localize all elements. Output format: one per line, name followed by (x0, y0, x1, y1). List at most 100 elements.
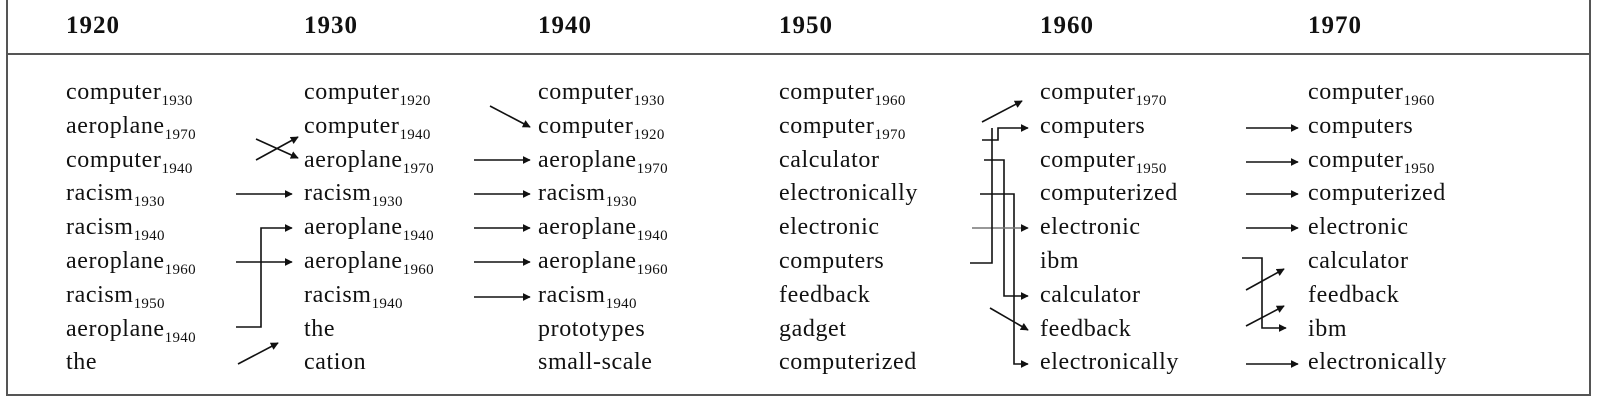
word-text: aeroplane (538, 214, 637, 241)
decade-subscript: 1950 (133, 295, 165, 312)
word-text: feedback (1308, 281, 1400, 308)
word-cell-1970-row2: computers (1308, 112, 1413, 140)
decade-subscript: 1970 (636, 160, 668, 177)
decade-subscript: 1970 (164, 126, 196, 143)
word-text: prototypes (538, 315, 646, 342)
word-text: racism (66, 281, 134, 308)
decade-subscript: 1940 (605, 295, 637, 312)
word-cell-1920-row7: racism1950 (66, 281, 165, 312)
decade-subscript: 1940 (399, 126, 431, 143)
word-text: the (304, 315, 336, 342)
arrow-1950-feedback (989, 307, 1029, 331)
word-cell-1920-row8: aeroplane1940 (66, 315, 196, 346)
word-cell-1960-row9: electronically (1040, 348, 1179, 376)
word-cell-1930-row1: computer1920 (304, 78, 431, 109)
word-cell-1940-row7: racism1940 (538, 281, 637, 312)
word-cell-1930-row5: aeroplane1940 (304, 213, 434, 245)
word-cell-1960-row2: computers (1040, 112, 1145, 140)
word-cell-1930-row3: aeroplane1970 (304, 146, 434, 177)
word-text: racism (538, 180, 606, 207)
word-text: aeroplane (304, 146, 403, 173)
word-text: the (66, 349, 98, 376)
word-cell-1950-row5: electronic (779, 213, 880, 241)
word-cell-1920-row6: aeroplane1960 (66, 247, 196, 278)
word-text: cation (304, 349, 367, 376)
word-text: feedback (1040, 315, 1132, 342)
word-cell-1920-row4: racism1930 (66, 179, 165, 210)
decade-subscript: 1930 (605, 194, 637, 211)
arrow-1950-computers (970, 128, 993, 264)
arrow-1960-ibm (1242, 257, 1287, 332)
word-text: aeroplane (66, 248, 165, 274)
decade-subscript: 1960 (164, 262, 196, 278)
word-text: aeroplane (538, 146, 637, 173)
word-text: electronic (1040, 214, 1141, 241)
word-cell-1970-row7: feedback (1308, 281, 1399, 309)
word-cell-1930-row9: cation (304, 348, 366, 376)
word-cell-1960-row6: ibm (1040, 247, 1079, 275)
word-text: electronically (779, 180, 918, 207)
word-cell-1920-row2: aeroplane1970 (66, 112, 196, 143)
word-cell-1960-row8: feedback (1040, 315, 1131, 343)
word-cell-1970-row3: computer1950 (1308, 146, 1435, 177)
word-cell-1960-row1: computer1970 (1040, 78, 1167, 109)
word-cell-1950-row4: electronically (779, 179, 918, 207)
word-text: computer (304, 79, 400, 105)
arrow-1920-aeroplane1940 (236, 224, 293, 328)
arrow-1920-crossing-b (255, 138, 299, 159)
decade-subscript: 1920 (633, 126, 665, 143)
word-cell-1970-row1: computer1960 (1308, 78, 1435, 109)
word-text: aeroplane (538, 248, 637, 274)
word-cell-1940-row1: computer1930 (538, 78, 665, 109)
word-text: computer (538, 112, 634, 139)
decade-subscript: 1940 (133, 228, 165, 245)
decade-subscript: 1920 (399, 93, 431, 109)
word-text: computer (1308, 79, 1404, 105)
word-text: aeroplane (66, 315, 165, 342)
word-text: electronic (1308, 214, 1409, 241)
word-cell-1950-row9: computerized (779, 348, 917, 376)
word-text: aeroplane (304, 214, 403, 241)
word-text: aeroplane (66, 112, 165, 139)
decade-subscript: 1930 (371, 194, 403, 211)
word-cell-1950-row6: computers (779, 247, 884, 275)
decade-subscript: 1930 (161, 93, 193, 109)
word-cell-1920-row3: computer1940 (66, 146, 193, 177)
year-header-1930: 1930 (304, 12, 358, 39)
decade-subscript: 1960 (402, 262, 434, 278)
decade-subscript: 1950 (1403, 160, 1435, 177)
decade-subscript: 1960 (874, 93, 906, 109)
word-cell-1940-row3: aeroplane1970 (538, 146, 668, 177)
word-cell-1950-row7: feedback (779, 281, 870, 309)
word-text: computers (1040, 112, 1146, 139)
word-cell-1970-row9: electronically (1308, 348, 1447, 376)
year-header-1950: 1950 (779, 12, 833, 39)
decade-subscript: 1940 (402, 228, 434, 245)
decade-subscript: 1970 (402, 160, 434, 177)
word-cell-1950-row3: calculator (779, 146, 880, 174)
header-separator (6, 53, 1591, 55)
word-text: computers (779, 248, 885, 274)
word-text: calculator (779, 146, 880, 173)
word-text: computer (538, 79, 634, 105)
word-text: racism (66, 180, 134, 207)
word-text: racism (538, 281, 606, 308)
word-cell-1950-row8: gadget (779, 315, 847, 343)
word-text: electronically (1040, 349, 1179, 376)
arrow-1960-calculator (1245, 268, 1285, 291)
figure-frame (6, 0, 1591, 396)
word-cell-1930-row6: aeroplane1960 (304, 247, 434, 278)
year-header-1970: 1970 (1308, 12, 1362, 39)
word-cell-1940-row5: aeroplane1940 (538, 213, 668, 244)
word-text: electronically (1308, 349, 1447, 376)
word-cell-1960-row4: computerized (1040, 179, 1178, 207)
word-cell-1960-row3: computer1950 (1040, 146, 1167, 177)
word-text: computerized (1040, 180, 1178, 207)
decade-subscript: 1940 (161, 160, 193, 177)
word-text: small-scale (538, 349, 653, 376)
arrow-1950-electronically (980, 193, 1029, 368)
decade-subscript: 1940 (371, 295, 403, 312)
arrow-1920-the (237, 342, 279, 365)
word-text: gadget (779, 315, 847, 342)
